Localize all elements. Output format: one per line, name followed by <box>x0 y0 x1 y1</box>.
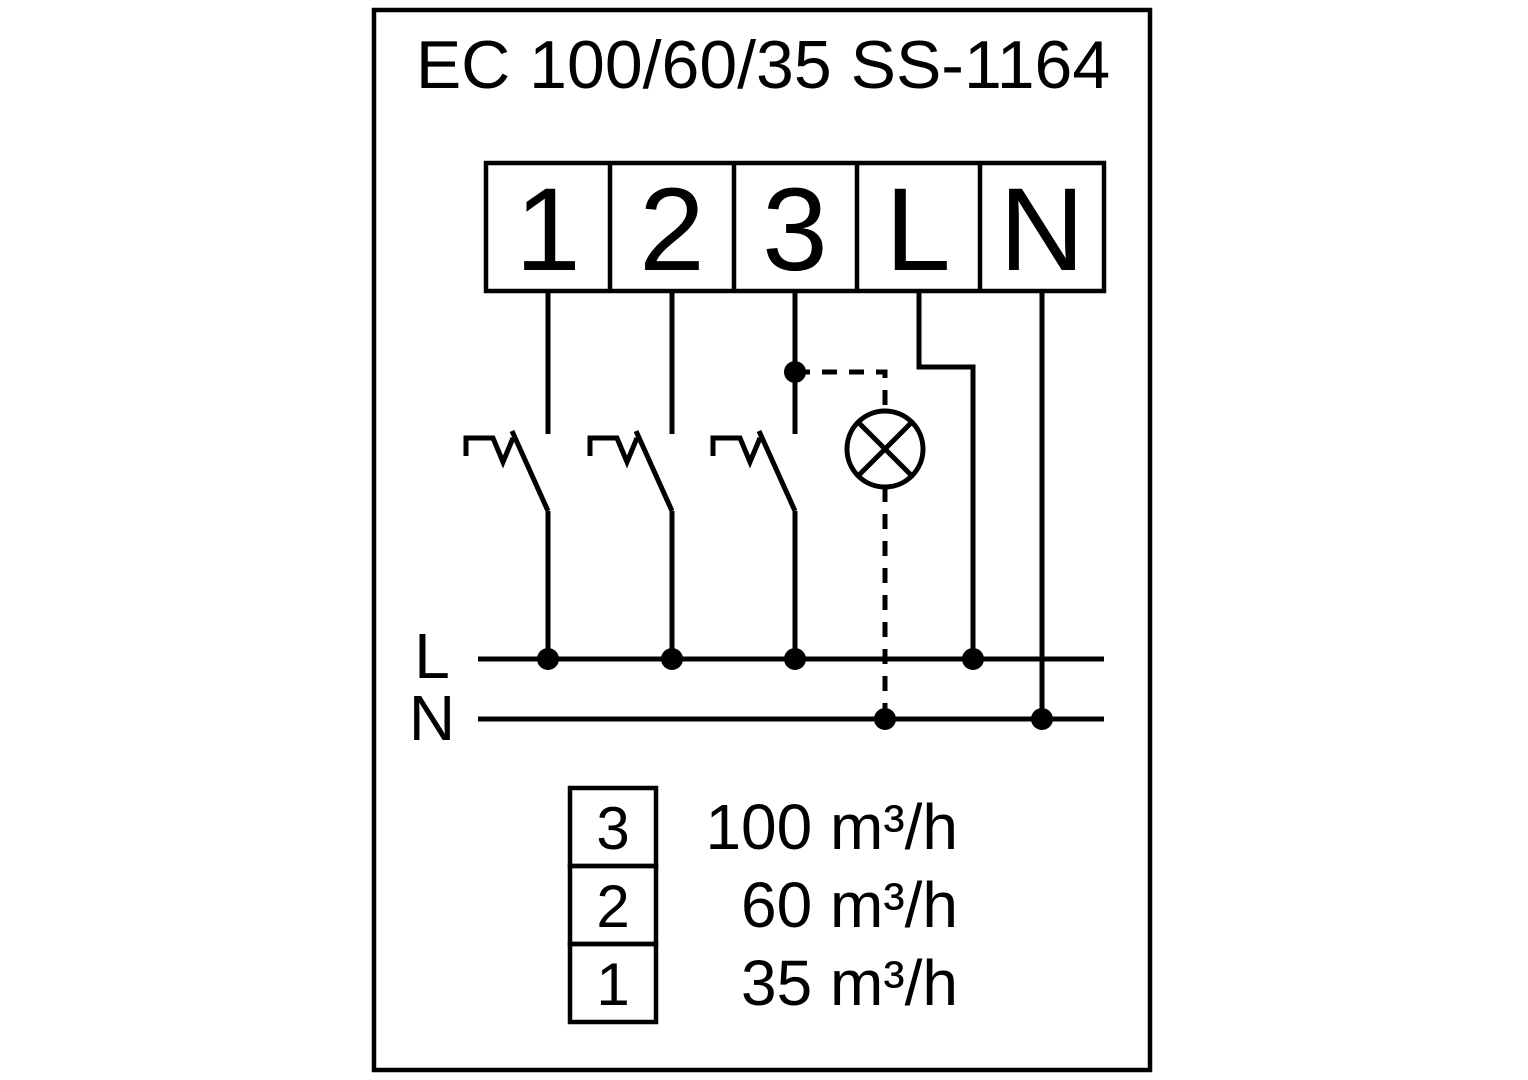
terminal-block: 1 2 3 L N <box>483 160 1107 296</box>
switch-blade <box>509 429 551 513</box>
neutral-bus-label: N <box>409 682 455 754</box>
switch-actuator-icon <box>463 435 516 469</box>
lamp-icon <box>844 408 926 490</box>
junction-dot <box>1031 708 1053 730</box>
switch-actuator-icon <box>587 435 640 469</box>
junction-dot <box>537 648 559 670</box>
legend-flow-1: 35 m³/h <box>741 947 958 1019</box>
switch-blade <box>756 429 798 513</box>
diagram-border <box>371 7 1153 1073</box>
terminal-label-n: N <box>999 164 1084 296</box>
switch-blade <box>633 429 675 513</box>
switch-2 <box>587 429 675 659</box>
lamp-feed-dashed-wire <box>795 369 888 411</box>
terminal-label-2: 2 <box>639 164 705 296</box>
legend-position-2: 2 <box>596 873 629 940</box>
switch-1 <box>463 429 551 659</box>
diagram-title: EC 100/60/35 SS-1164 <box>416 27 1110 103</box>
terminal-label-1: 1 <box>515 164 581 296</box>
legend-flow-3: 100 m³/h <box>705 791 958 863</box>
switch-3 <box>710 429 798 659</box>
line-bus-label: L <box>414 620 450 692</box>
junction-dot <box>661 648 683 670</box>
legend-box-1 <box>567 941 659 1025</box>
wire-terminal-l <box>916 291 976 659</box>
terminal-label-3: 3 <box>762 164 828 296</box>
legend: 3 2 1 100 m³/h 60 m³/h 35 m³/h <box>567 785 958 1025</box>
terminal-label-l: L <box>885 164 951 296</box>
legend-flow-2: 60 m³/h <box>741 869 958 941</box>
switch-actuator-icon <box>710 435 763 469</box>
lamp-cross-line <box>856 420 914 478</box>
junction-dot <box>874 708 896 730</box>
legend-position-1: 1 <box>596 951 629 1018</box>
legend-position-3: 3 <box>596 795 629 862</box>
junction-dot <box>962 648 984 670</box>
junction-dot <box>784 648 806 670</box>
junction-dot <box>784 361 806 383</box>
